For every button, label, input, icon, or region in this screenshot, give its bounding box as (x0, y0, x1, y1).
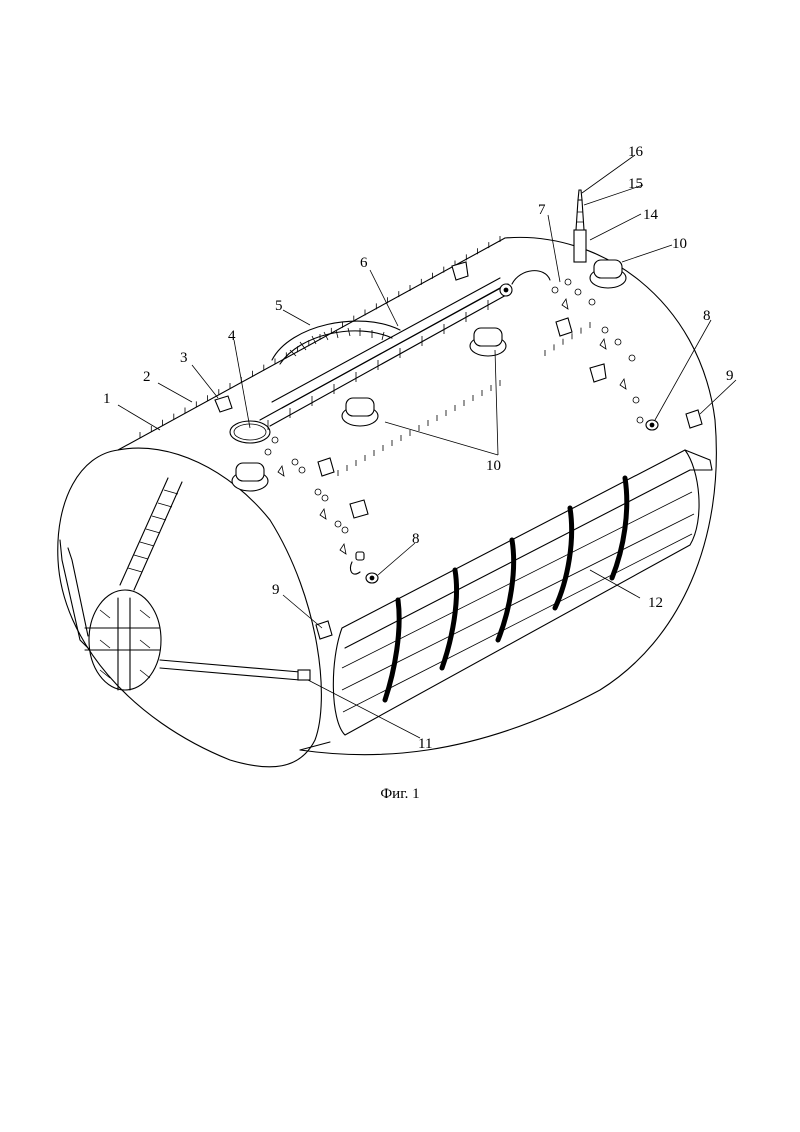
front-end-cap (57, 447, 322, 768)
manhole (88, 589, 162, 691)
label-3: 3 (180, 350, 188, 366)
small-fittings (264, 278, 659, 584)
label-5: 5 (275, 298, 283, 314)
label-10a: 10 (672, 236, 687, 252)
label-8b: 8 (412, 531, 420, 547)
label-14: 14 (643, 207, 659, 223)
side-shield (332, 449, 713, 736)
leader-lines (117, 154, 737, 739)
rivet-lines (337, 322, 591, 476)
lugs (214, 261, 703, 640)
top-edge-ticks (139, 236, 501, 438)
label-2: 2 (143, 369, 151, 385)
label-15: 15 (628, 176, 643, 192)
label-6: 6 (360, 255, 368, 271)
ladder (119, 477, 183, 591)
part-labels: 1 2 3 4 5 6 7 8 8 9 9 10 10 11 12 14 15 … (103, 144, 734, 752)
label-1: 1 (103, 391, 111, 407)
label-7: 7 (538, 202, 546, 218)
valve-boxes (231, 259, 627, 492)
label-11: 11 (418, 736, 432, 752)
label-16: 16 (628, 144, 644, 160)
label-12: 12 (648, 595, 663, 611)
label-4: 4 (228, 328, 236, 344)
label-10b: 10 (486, 458, 501, 474)
hatch-ring (229, 420, 271, 444)
label-9a: 9 (726, 368, 734, 384)
vent-mast (573, 189, 587, 263)
figure-caption: Фиг. 1 (380, 786, 420, 802)
label-9b: 9 (272, 582, 280, 598)
catwalk (259, 270, 551, 430)
label-8a: 8 (703, 308, 711, 324)
tank-body (117, 236, 717, 756)
dome-hatch (271, 320, 401, 365)
